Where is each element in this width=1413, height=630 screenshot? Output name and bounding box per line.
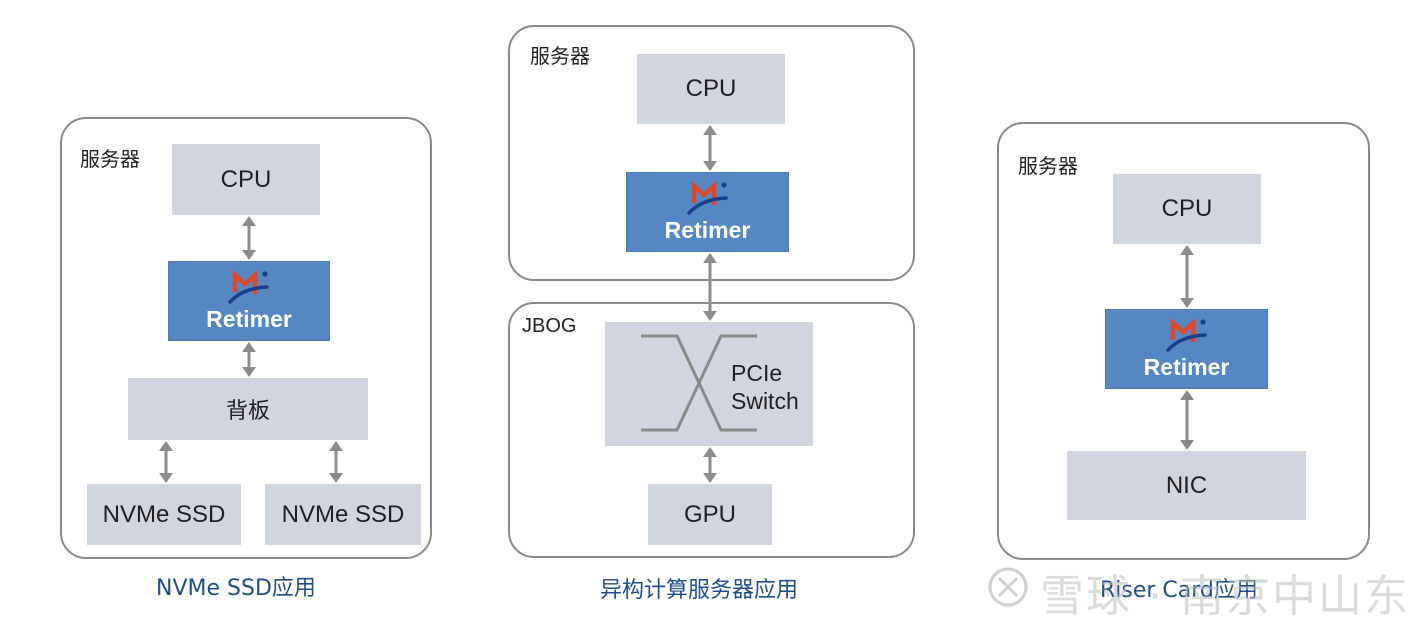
montage-logo-icon — [1165, 317, 1207, 352]
retimer-label: Retimer — [1143, 353, 1230, 380]
bidirectional-arrow-icon — [701, 123, 719, 173]
server-label: 服务器 — [530, 44, 590, 68]
retimer-label: Retimer — [206, 305, 292, 332]
caption-heterogeneous: 异构计算服务器应用 — [600, 578, 799, 603]
pcie-switch-label-line2: Switch — [731, 388, 799, 414]
cpu-box: CPU — [637, 54, 785, 124]
retimer-box: Retimer — [168, 261, 330, 341]
bidirectional-arrow-icon — [240, 214, 258, 262]
retimer-label: Retimer — [664, 216, 751, 243]
backplane-box: 背板 — [128, 378, 368, 440]
montage-logo-icon — [686, 180, 728, 215]
nvme-ssd-box-left: NVMe SSD — [87, 484, 241, 545]
bidirectional-arrow-icon — [240, 340, 258, 379]
cpu-box: CPU — [172, 144, 320, 215]
pcie-switch-box: PCIe Switch — [605, 322, 813, 446]
pcie-switch-label-line1: PCIe — [731, 360, 783, 386]
montage-logo-icon — [228, 269, 269, 304]
gpu-box: GPU — [648, 484, 772, 545]
caption-nvme: NVMe SSD应用 — [156, 576, 316, 601]
switch-crossover-icon — [641, 334, 757, 432]
server-label: 服务器 — [1018, 154, 1078, 178]
bidirectional-arrow-icon — [327, 439, 345, 485]
caption-riser: Riser Card应用 — [1100, 578, 1258, 603]
retimer-box: Retimer — [1105, 309, 1268, 389]
xueqiu-logo-icon — [988, 567, 1028, 607]
bidirectional-arrow-icon — [157, 439, 175, 485]
retimer-box: Retimer — [626, 172, 789, 252]
jbog-label: JBOG — [522, 315, 577, 337]
nvme-ssd-box-right: NVMe SSD — [265, 484, 421, 545]
watermark-text: 雪球 · 南京中山东 — [1040, 571, 1410, 622]
bidirectional-arrow-icon — [701, 251, 719, 323]
server-label: 服务器 — [80, 147, 140, 171]
bidirectional-arrow-icon — [1178, 243, 1196, 310]
cpu-box: CPU — [1113, 174, 1261, 244]
bidirectional-arrow-icon — [701, 445, 719, 485]
nic-box: NIC — [1067, 451, 1306, 520]
bidirectional-arrow-icon — [1178, 388, 1196, 452]
